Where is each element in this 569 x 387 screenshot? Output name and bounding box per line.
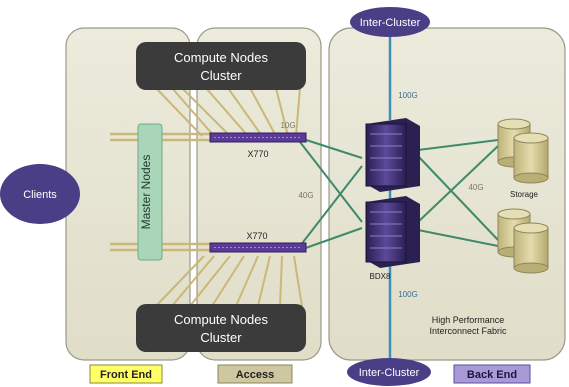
compute-bottom-links <box>155 255 303 307</box>
compute-bottom-line2: Cluster <box>200 330 242 345</box>
inter-cluster-bottom-label: Inter-Cluster <box>359 367 420 379</box>
bdx8-chassis-top <box>365 118 420 192</box>
access-panel <box>196 27 322 361</box>
switch-bottom-label: X770 <box>246 231 267 241</box>
compute-top-line1: Compute Nodes <box>174 50 268 65</box>
speed-40g-left-label: 40G <box>298 191 313 200</box>
speed-40g-right-label: 40G <box>468 183 483 192</box>
speed-100g-top-label: 100G <box>398 91 418 100</box>
inter-cluster-top: Inter-Cluster <box>350 7 430 37</box>
zone-back-end: Back End <box>453 364 531 384</box>
bdx8-label: BDX8 <box>370 272 391 281</box>
speed-10g-label: 10G <box>280 121 295 130</box>
storage-label: Storage <box>510 190 539 199</box>
storage-bottom <box>497 208 549 274</box>
compute-bottom-line1: Compute Nodes <box>174 312 268 327</box>
compute-top-links <box>155 87 301 137</box>
zone-front-end: Front End <box>89 364 163 384</box>
inter-cluster-bottom: Inter-Cluster <box>347 358 431 386</box>
zone-access-label: Access <box>236 369 275 381</box>
compute-top-line2: Cluster <box>200 68 242 83</box>
bdx8-chassis-bottom <box>365 196 420 268</box>
speed-100g-bottom-label: 100G <box>398 290 418 299</box>
clients-label: Clients <box>23 189 57 201</box>
access-to-core-links <box>299 137 363 251</box>
master-nodes: Master Nodes <box>137 123 163 261</box>
compute-cluster-top: Compute Nodes Cluster <box>136 42 306 90</box>
storage-top <box>497 118 549 184</box>
fabric-line2: Interconnect Fabric <box>429 326 507 336</box>
fabric-line1: High Performance <box>432 315 505 325</box>
core-to-storage-links <box>417 139 499 247</box>
switch-bottom: X770 <box>209 231 307 253</box>
clients-node: Clients <box>0 164 80 224</box>
switch-top: X770 10G <box>209 121 307 159</box>
inter-cluster-top-label: Inter-Cluster <box>360 17 421 29</box>
master-nodes-label: Master Nodes <box>139 155 153 230</box>
zone-front-end-label: Front End <box>100 369 152 381</box>
compute-cluster-bottom: Compute Nodes Cluster <box>136 304 306 352</box>
switch-top-label: X770 <box>247 149 268 159</box>
master-switch-links <box>110 132 212 252</box>
zone-back-end-label: Back End <box>467 369 517 381</box>
zone-access: Access <box>217 364 293 384</box>
